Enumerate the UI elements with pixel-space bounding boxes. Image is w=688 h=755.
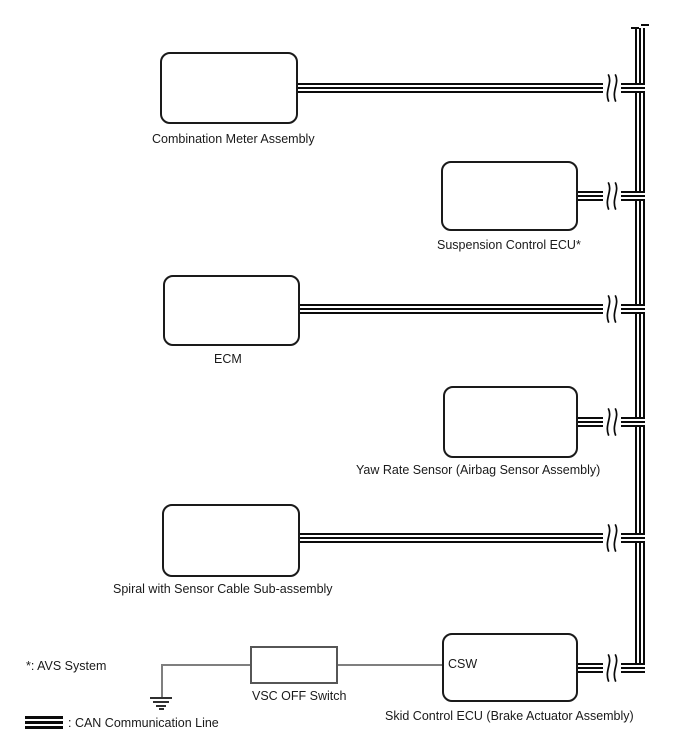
ground-riser-wire (161, 664, 163, 698)
can-line-ecm (300, 304, 645, 314)
can-bus-top-cap-icon (641, 24, 649, 26)
can-line-spiral-cable (300, 533, 645, 543)
label-combination-meter: Combination Meter Assembly (152, 132, 315, 146)
node-box-yaw-rate-sensor (443, 386, 578, 458)
node-box-ecm (163, 275, 300, 346)
node-box-vsc-off-switch (250, 646, 338, 684)
pin-label-csw: CSW (448, 657, 478, 671)
label-spiral-cable: Spiral with Sensor Cable Sub-assembly (113, 582, 333, 596)
line-break-icon (603, 408, 621, 436)
wire-ground-to-switch (161, 664, 250, 666)
line-break-icon (603, 295, 621, 323)
label-yaw-rate-sensor: Yaw Rate Sensor (Airbag Sensor Assembly) (356, 463, 601, 477)
node-box-suspension-ecu (441, 161, 578, 231)
line-break-icon (603, 654, 621, 682)
can-line-combination-meter (298, 83, 645, 93)
can-bus-line (635, 28, 645, 673)
label-skid-control-ecu: Skid Control ECU (Brake Actuator Assembl… (385, 709, 634, 723)
can-line-legend-icon (25, 716, 63, 729)
node-box-spiral-cable (162, 504, 300, 577)
line-break-icon (603, 182, 621, 210)
legend-can-communication-line: : CAN Communication Line (68, 716, 219, 730)
line-break-icon (603, 74, 621, 102)
note-avs-system: *: AVS System (26, 659, 107, 673)
wire-switch-to-skid-ecu (338, 664, 442, 666)
line-break-icon (603, 524, 621, 552)
can-bus-top-cap-icon (631, 27, 639, 29)
node-box-skid-control-ecu (442, 633, 578, 702)
label-suspension-ecu: Suspension Control ECU* (437, 238, 581, 252)
label-ecm: ECM (214, 352, 242, 366)
node-box-combination-meter (160, 52, 298, 124)
label-vsc-off-switch: VSC OFF Switch (252, 689, 347, 703)
